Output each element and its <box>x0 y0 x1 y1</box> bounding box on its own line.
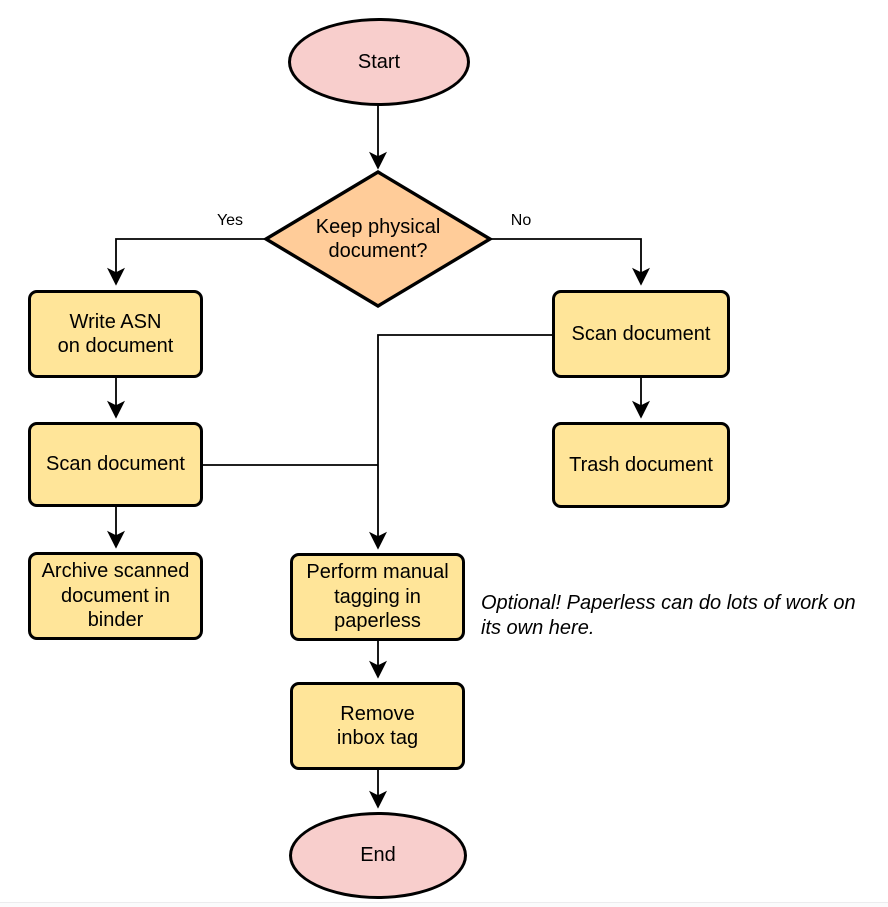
process-perform-manual-tagging: Perform manual tagging in paperless <box>290 553 465 641</box>
process-remove-inbox-tag: Remove inbox tag <box>290 682 465 770</box>
process-scan-document-left: Scan document <box>28 422 203 507</box>
edge-label-no: No <box>510 212 532 229</box>
edge-decision-no-to-scan-right <box>490 238 650 286</box>
process-archive-scanned-document: Archive scanned document in binder <box>28 552 203 640</box>
decision-keep-physical-document-label: Keep physical document? <box>315 215 441 262</box>
decision-diamond-shape <box>262 170 494 308</box>
end-terminal: End <box>289 812 467 899</box>
edge-scan-right-to-tagging <box>369 334 552 550</box>
edge-decision-yes-to-write-asn <box>107 238 266 286</box>
start-terminal: Start <box>288 18 470 106</box>
edge-label-yes: Yes <box>216 212 244 229</box>
annotation-optional-paperless: Optional! Paperless can do lots of work … <box>481 592 856 639</box>
page-bottom-edge <box>0 902 888 907</box>
process-write-asn-on-document: Write ASN on document <box>28 290 203 378</box>
process-trash-document: Trash document <box>552 422 730 508</box>
process-scan-document-right: Scan document <box>552 290 730 378</box>
